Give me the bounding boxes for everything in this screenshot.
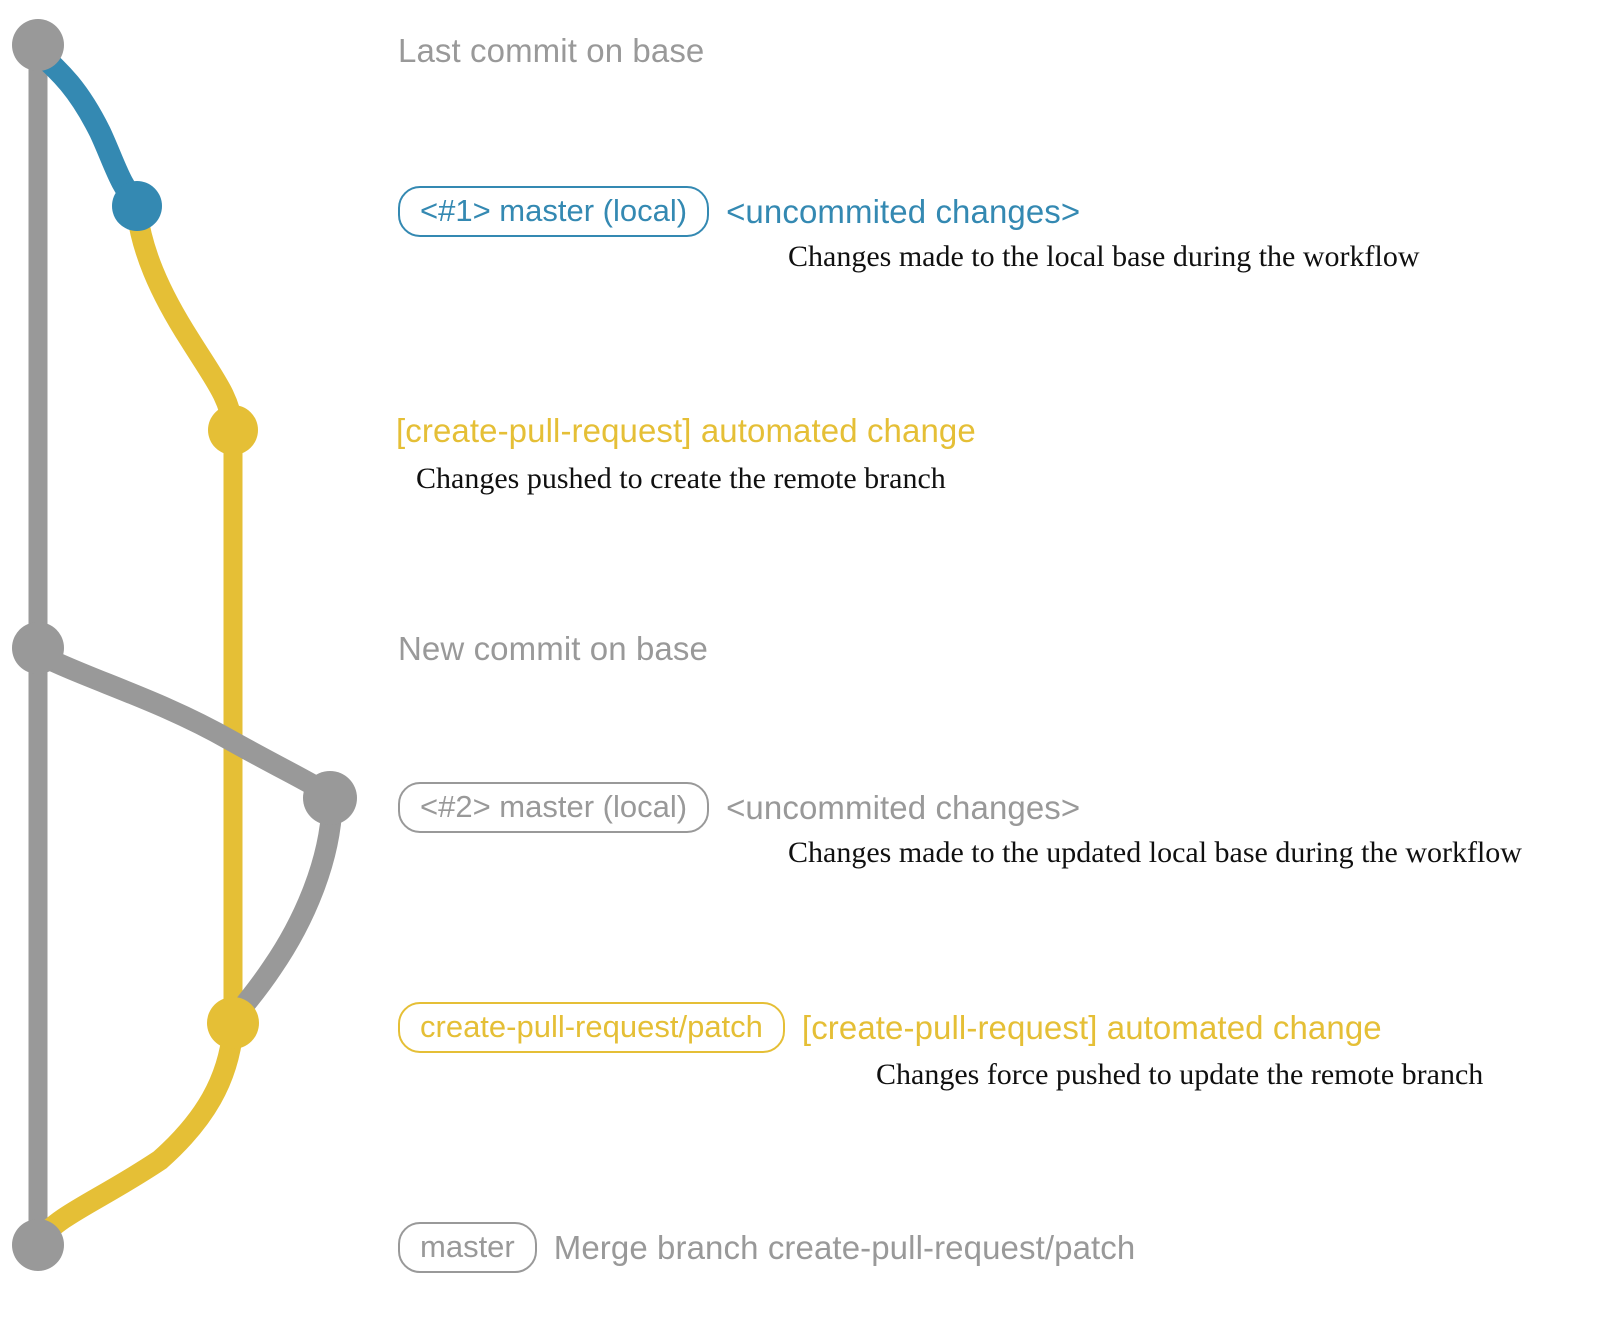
commit-message-local-2: <uncommited changes> <box>726 788 1081 826</box>
commit-description-local-2: Changes made to the updated local base d… <box>788 836 1522 869</box>
commit-node-local-1[interactable] <box>112 181 162 231</box>
commit-entry-local-2: <#2> master (local) <uncommited changes> <box>398 782 1080 833</box>
commit-entry-last-commit-on-base: Last commit on base <box>398 32 704 70</box>
updated-local-branch-line <box>29 644 341 806</box>
commit-description-automated-change-2: Changes force pushed to update the remot… <box>876 1058 1484 1091</box>
commit-description-automated-change-1: Changes pushed to create the remote bran… <box>416 462 946 495</box>
commit-node-last-commit-on-base[interactable] <box>12 19 64 71</box>
commit-node-automated-change-2[interactable] <box>207 997 259 1049</box>
commit-node-local-2[interactable] <box>303 771 357 825</box>
commit-entry-automated-change-2: create-pull-request/patch [create-pull-r… <box>398 1002 1382 1053</box>
commit-description-local-1: Changes made to the local base during th… <box>788 240 1420 273</box>
commit-message-new-commit-on-base: New commit on base <box>398 630 708 667</box>
commit-graph-canvas <box>12 19 357 1271</box>
commit-message-automated-change-1: [create-pull-request] automated change <box>396 412 976 449</box>
commit-message-automated-change-2: [create-pull-request] automated change <box>801 1008 1382 1046</box>
commit-node-merge-commit[interactable] <box>12 1219 64 1271</box>
patch-merge-line <box>29 1019 244 1251</box>
branch-badge-local-2[interactable]: <#2> master (local) <box>398 782 710 833</box>
branch-badge-create-pull-request-patch[interactable]: create-pull-request/patch <box>398 1002 785 1053</box>
commit-node-automated-change-1[interactable] <box>208 405 258 455</box>
patch-branch-line-upper <box>126 201 244 439</box>
commit-message-last-commit-on-base: Last commit on base <box>398 32 705 69</box>
commit-node-new-commit-on-base[interactable] <box>12 622 64 674</box>
local-branch-line-blue <box>27 41 148 214</box>
branch-badge-master[interactable]: master <box>398 1222 537 1273</box>
commit-entry-new-commit-on-base: New commit on base <box>398 630 708 668</box>
commit-entry-automated-change-1: [create-pull-request] automated change <box>396 412 976 450</box>
commit-message-merge-commit: Merge branch create-pull-request/patch <box>553 1228 1136 1266</box>
commit-entry-local-1: <#1> master (local) <uncommited changes> <box>398 186 1080 237</box>
branch-badge-local-1[interactable]: <#1> master (local) <box>398 186 710 237</box>
commit-message-local-1: <uncommited changes> <box>726 192 1081 230</box>
commit-entry-merge-commit: master Merge branch create-pull-request/… <box>398 1222 1135 1273</box>
